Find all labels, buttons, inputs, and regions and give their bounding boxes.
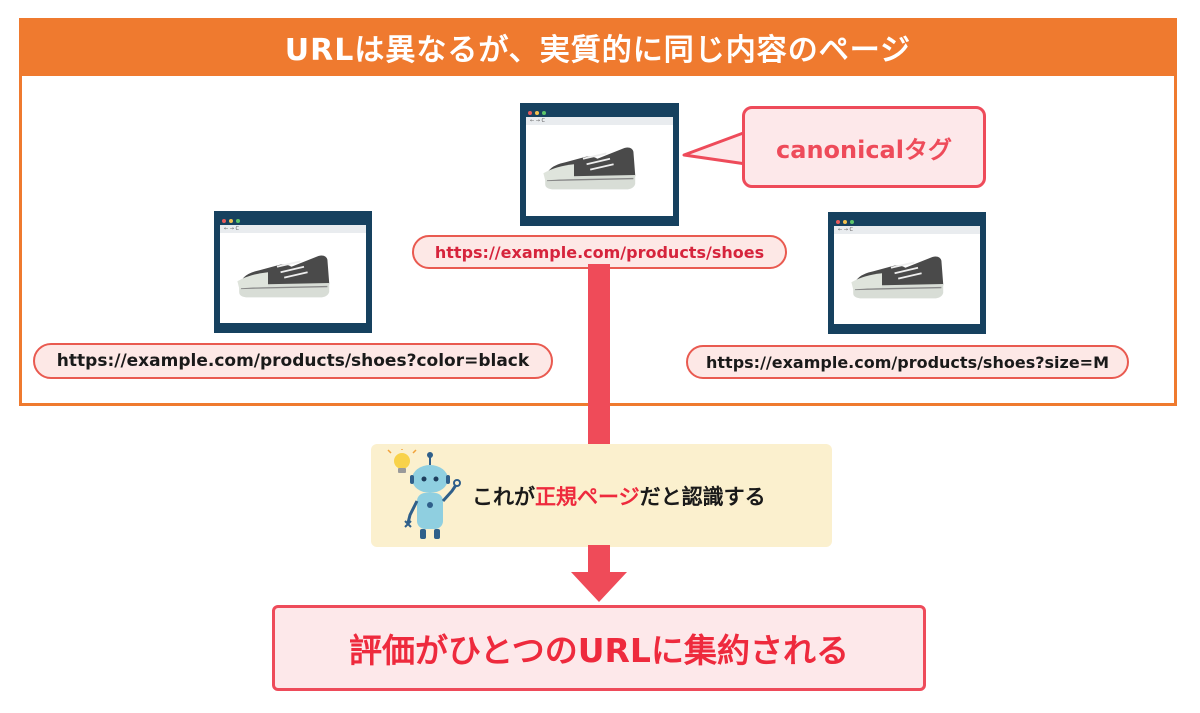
shoe-icon <box>543 147 636 190</box>
arrow-shaft-top <box>588 264 610 444</box>
browser-window-canonical: ← → C <box>520 103 679 226</box>
frame-title: URLは異なるが、実質的に同じ内容のページ <box>19 18 1177 76</box>
robot-mascot-icon <box>387 449 461 539</box>
arrow-shaft-bottom <box>588 545 610 577</box>
bubble-pointer <box>682 130 750 166</box>
arrow-head-icon <box>571 572 627 602</box>
shoe-icon <box>851 256 944 299</box>
browser-nav-icons: ← → C <box>838 227 854 233</box>
shoe-icon <box>237 255 330 298</box>
url-text: https://example.com/products/shoes?size=… <box>706 352 1109 372</box>
note-text-after: だと認識する <box>639 485 766 509</box>
note-text-highlight: 正規ページ <box>535 485 640 509</box>
url-pill-color-black: https://example.com/products/shoes?color… <box>33 343 553 379</box>
canonical-tag-bubble: canonicalタグ <box>742 106 986 188</box>
url-text: https://example.com/products/shoes?color… <box>56 351 530 371</box>
recognition-note-text: これが正規ページだと認識する <box>472 478 766 514</box>
url-text: https://example.com/products/shoes <box>434 242 765 262</box>
browser-window-right: ← → C <box>828 212 986 334</box>
browser-nav-icons: ← → C <box>224 226 240 232</box>
note-text-before: これが <box>472 485 535 509</box>
result-label: 評価がひとつのURLに集約される <box>349 631 849 670</box>
canonical-tag-label: canonicalタグ <box>776 135 952 164</box>
url-pill-size-m: https://example.com/products/shoes?size=… <box>686 345 1129 379</box>
browser-nav-icons: ← → C <box>530 118 546 124</box>
browser-window-left: ← → C <box>214 211 372 333</box>
url-pill-canonical: https://example.com/products/shoes <box>412 235 787 269</box>
result-box: 評価がひとつのURLに集約される <box>272 605 926 691</box>
